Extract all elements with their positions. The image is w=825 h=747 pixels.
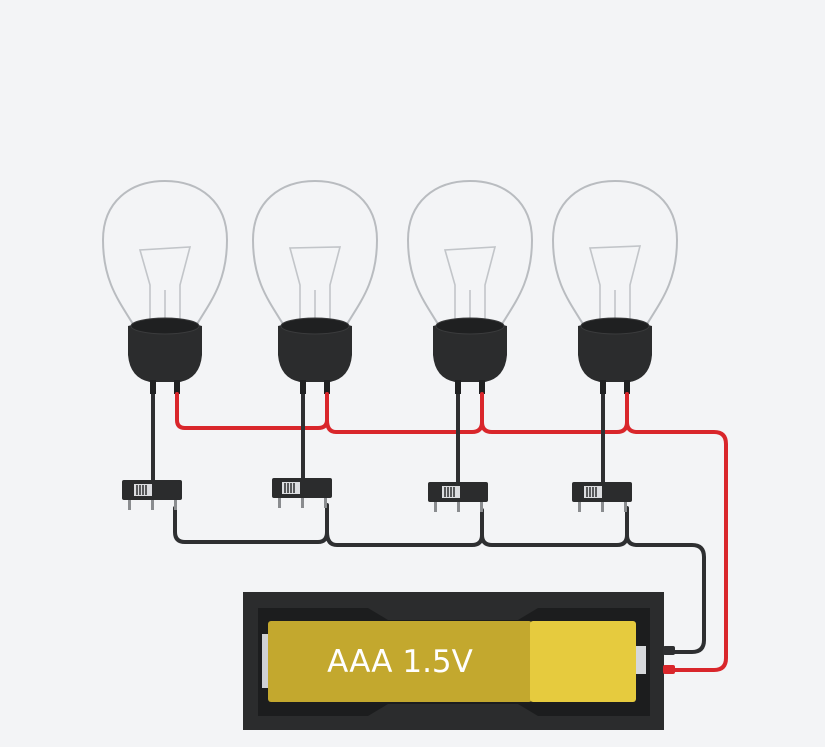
bulb-glass bbox=[101, 179, 229, 325]
battery-positive-contact bbox=[634, 646, 646, 674]
bulb-terminals bbox=[150, 380, 630, 394]
negative-wire[interactable] bbox=[173, 503, 706, 654]
bulb-socket bbox=[578, 321, 652, 382]
bulb-glass bbox=[406, 179, 534, 325]
bulb-4[interactable] bbox=[551, 179, 679, 382]
bulb-socket bbox=[433, 321, 507, 382]
bulb-filament bbox=[288, 246, 342, 320]
bulb-socket-rim bbox=[280, 317, 350, 335]
bulb-switch-wires[interactable] bbox=[151, 394, 605, 484]
bulb-filament bbox=[443, 246, 497, 320]
slide-switch-1[interactable] bbox=[122, 480, 182, 510]
bulb-glass bbox=[251, 179, 379, 325]
bulb-socket bbox=[128, 321, 202, 382]
bulb-socket-rim bbox=[435, 317, 505, 335]
bulb-filament bbox=[138, 246, 192, 320]
bulb-1[interactable] bbox=[101, 179, 229, 382]
battery-label: AAA 1.5V bbox=[327, 644, 473, 680]
bulb-socket-rim bbox=[580, 317, 650, 335]
bulb-socket-rim bbox=[130, 317, 200, 335]
battery-cell bbox=[268, 621, 532, 702]
battery-terminal-positive[interactable] bbox=[663, 665, 675, 674]
bulb-3[interactable] bbox=[406, 179, 534, 382]
battery-cell-cap bbox=[530, 621, 636, 702]
positive-wire[interactable] bbox=[175, 392, 728, 672]
slide-switch-4[interactable] bbox=[572, 482, 632, 512]
slide-switch-3[interactable] bbox=[428, 482, 488, 512]
bulb-2[interactable] bbox=[251, 179, 379, 382]
bulb-socket bbox=[278, 321, 352, 382]
battery-negative-spring bbox=[262, 634, 272, 688]
battery-terminal-negative[interactable] bbox=[663, 646, 675, 655]
battery[interactable]: AAA 1.5V bbox=[243, 592, 675, 730]
bulb-glass bbox=[551, 179, 679, 325]
bulb-filament bbox=[588, 245, 642, 320]
slide-switch-2[interactable] bbox=[272, 478, 332, 508]
